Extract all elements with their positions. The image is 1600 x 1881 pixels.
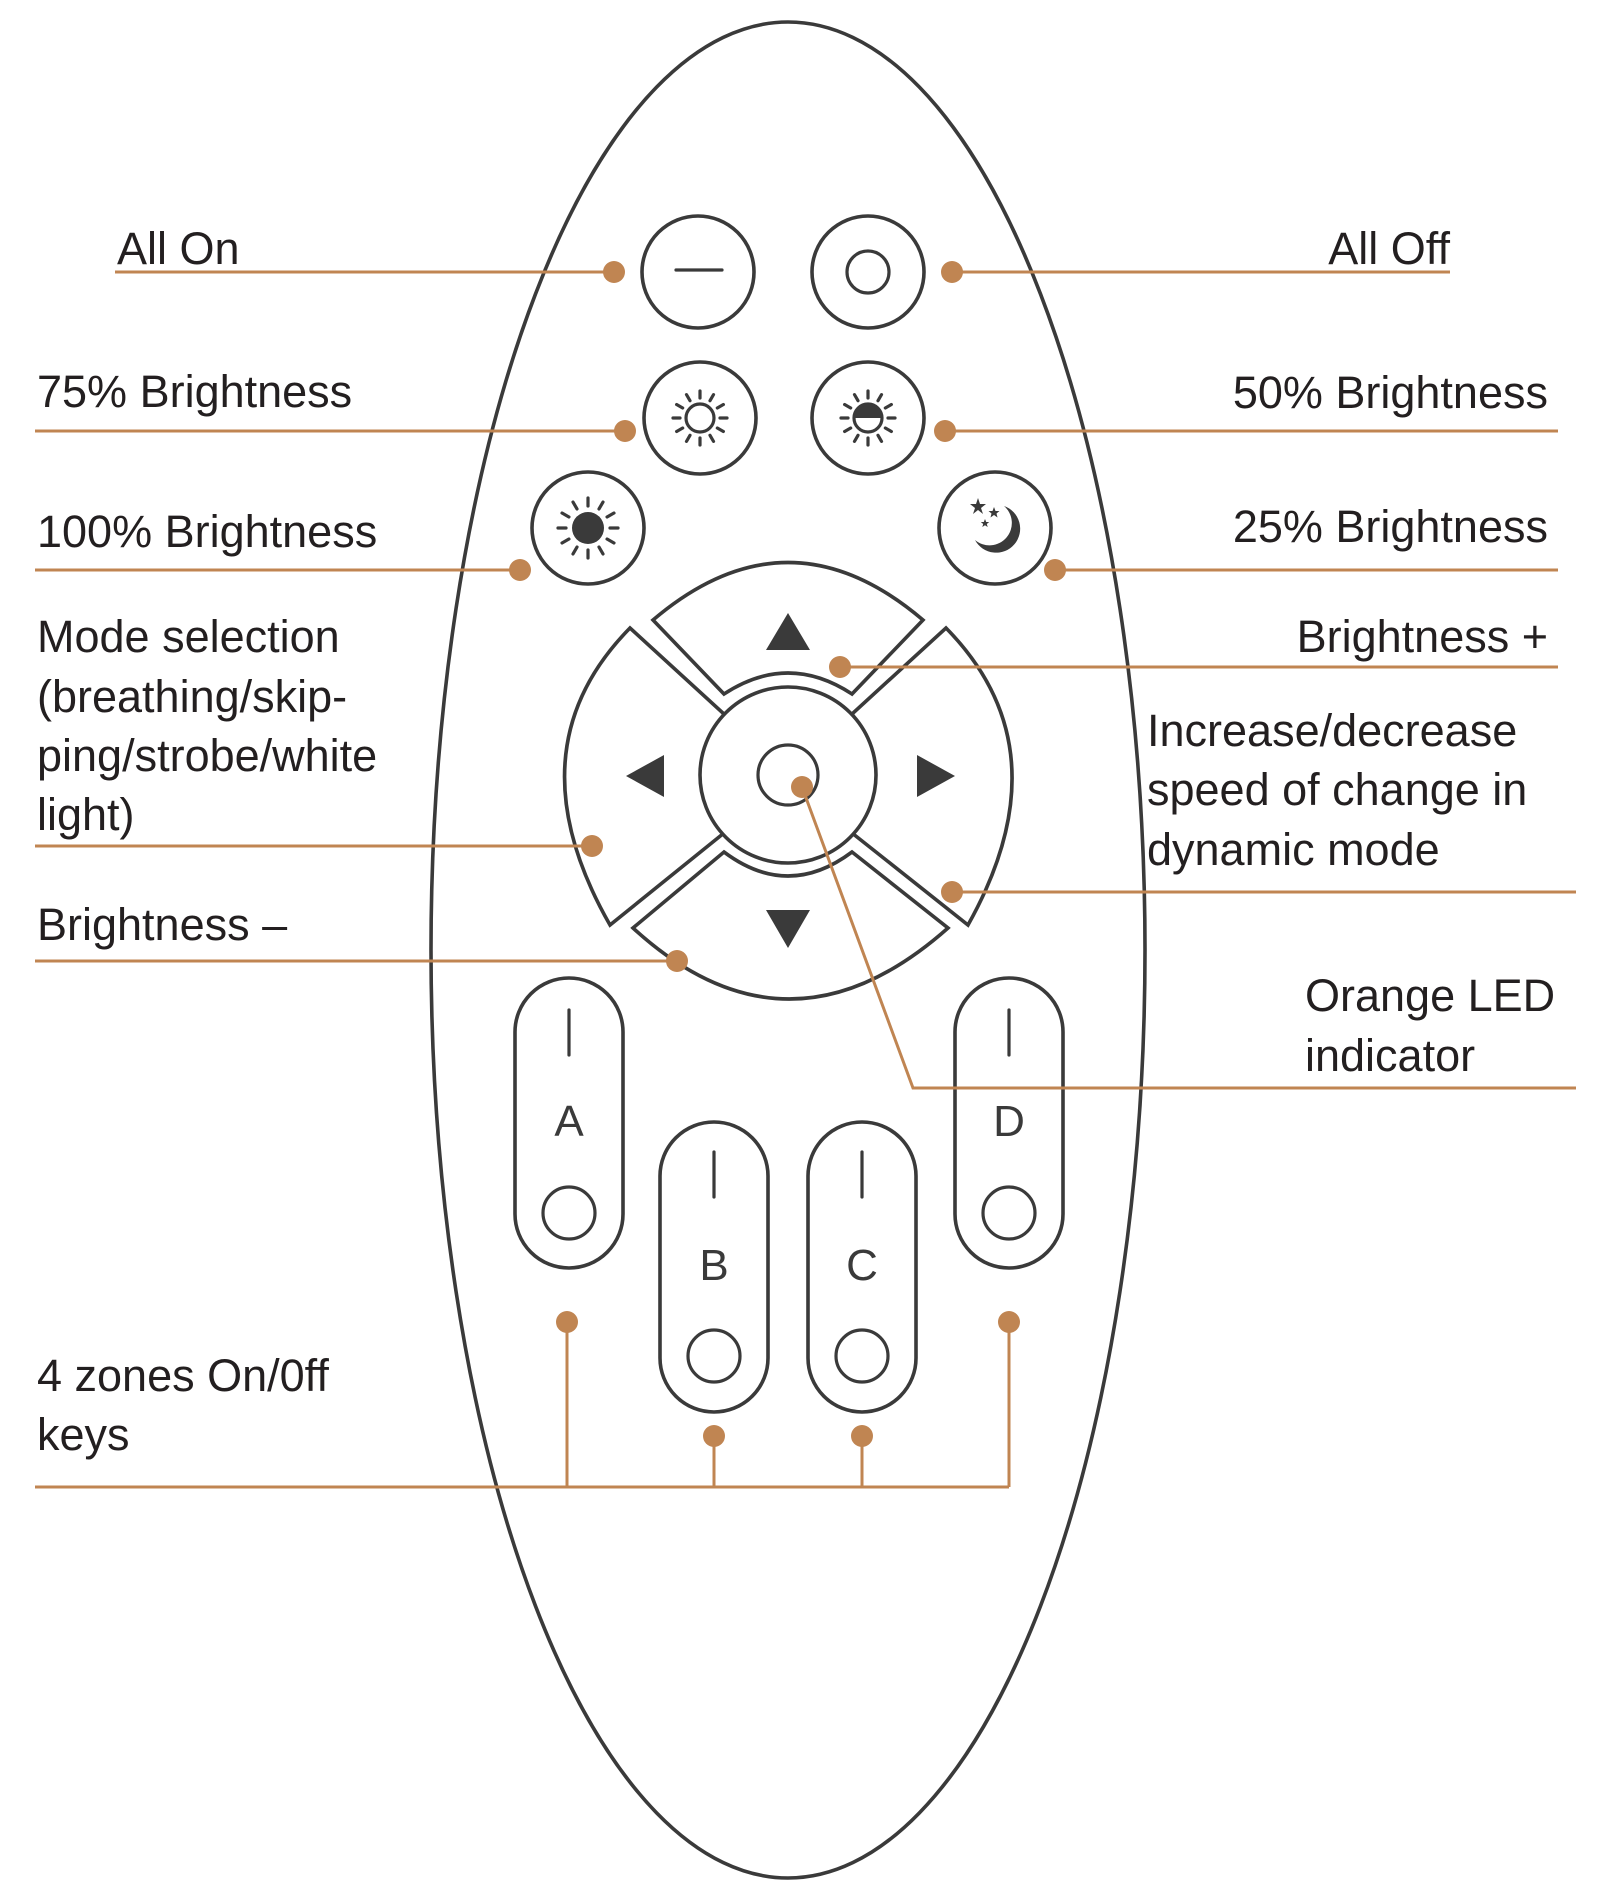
sun-ray: [843, 402, 853, 410]
dpad: [562, 560, 1014, 1001]
triangle-down-icon: [766, 910, 810, 948]
all-off-button[interactable]: [810, 214, 926, 330]
label-line: light): [37, 789, 135, 840]
zone-key-d[interactable]: D: [953, 976, 1065, 1270]
sun-ray: [883, 402, 893, 410]
sun-ray: [876, 393, 884, 403]
sun-ray: [560, 537, 571, 545]
label-speed: Increase/decrease speed of change in dyn…: [1147, 705, 1527, 875]
sun-ray: [675, 402, 685, 410]
sun-ray: [684, 433, 692, 443]
label-75-brightness: 75% Brightness: [37, 366, 352, 417]
labels: All On All Off 75% Brightness 50% Bright…: [37, 223, 1555, 1460]
zone-key-c[interactable]: C: [806, 1120, 918, 1414]
triangle-right-icon: [917, 755, 955, 797]
label-line: dynamic mode: [1147, 824, 1440, 875]
zone-key-label: A: [554, 1097, 584, 1146]
sun-outline-icon: [671, 389, 729, 447]
label-line: Orange LED: [1305, 970, 1555, 1021]
zone-key-label: C: [846, 1241, 878, 1290]
label-mode-selection: Mode selection (breathing/skip- ping/str…: [37, 611, 377, 840]
sun-ray: [597, 500, 605, 511]
label-25-brightness: 25% Brightness: [1233, 501, 1548, 552]
sun-ray: [843, 426, 853, 434]
brightness-50-button[interactable]: [810, 360, 926, 476]
led-ring-icon: [756, 743, 820, 807]
label-line: Mode selection: [37, 611, 340, 662]
zone-key-label: B: [699, 1241, 728, 1290]
sun-ray: [605, 511, 616, 519]
leader-led: [800, 786, 1576, 1090]
sun-ray: [675, 426, 685, 434]
off-ring-icon: [845, 249, 891, 295]
sun-ray: [597, 545, 605, 556]
sun-ray: [684, 393, 692, 403]
sun-ray: [708, 393, 716, 403]
zone-key-label: D: [993, 1097, 1025, 1146]
label-line: (breathing/skip-: [37, 671, 347, 722]
sun-ray: [715, 426, 725, 434]
all-on-button[interactable]: [640, 214, 756, 330]
sun-filled-icon: [556, 496, 620, 560]
label-orange-led: Orange LED indicator: [1305, 970, 1555, 1081]
sun-ray: [708, 433, 716, 443]
triangle-left-icon: [626, 755, 664, 797]
brightness-25-button[interactable]: [937, 470, 1053, 586]
brightness-75-button[interactable]: [642, 360, 758, 476]
label-line: speed of change in: [1147, 764, 1527, 815]
sun-ray: [605, 537, 616, 545]
sun-ray: [852, 433, 860, 443]
label-line: Increase/decrease: [1147, 705, 1517, 756]
zone-key-a[interactable]: A: [513, 976, 625, 1270]
sun-ray: [571, 500, 579, 511]
sun-ray: [883, 426, 893, 434]
sun-ray: [715, 402, 725, 410]
sun-ray: [876, 433, 884, 443]
brightness-100-button[interactable]: [530, 470, 646, 586]
moon-stars-icon: [970, 498, 1021, 553]
label-line: keys: [37, 1409, 130, 1460]
sun-ray: [560, 511, 571, 519]
zone-key-b[interactable]: B: [658, 1120, 770, 1414]
label-50-brightness: 50% Brightness: [1233, 367, 1548, 418]
label-line: ping/strobe/white: [37, 730, 377, 781]
label-brightness-plus: Brightness +: [1297, 611, 1548, 662]
label-brightness-minus: Brightness –: [37, 899, 287, 950]
label-zones: 4 zones On/0ff keys: [37, 1350, 329, 1460]
center-led-button[interactable]: [698, 685, 878, 865]
label-100-brightness: 100% Brightness: [37, 506, 377, 557]
sun-ray: [571, 545, 579, 556]
label-all-on: All On: [117, 223, 240, 274]
half-sun-icon: [839, 389, 897, 447]
sun-ray: [852, 393, 860, 403]
triangle-up-icon: [766, 613, 810, 650]
leader-lines: [35, 261, 1576, 1489]
label-all-off: All Off: [1328, 223, 1450, 274]
label-line: indicator: [1305, 1030, 1475, 1081]
label-line: 4 zones On/0ff: [37, 1350, 329, 1401]
